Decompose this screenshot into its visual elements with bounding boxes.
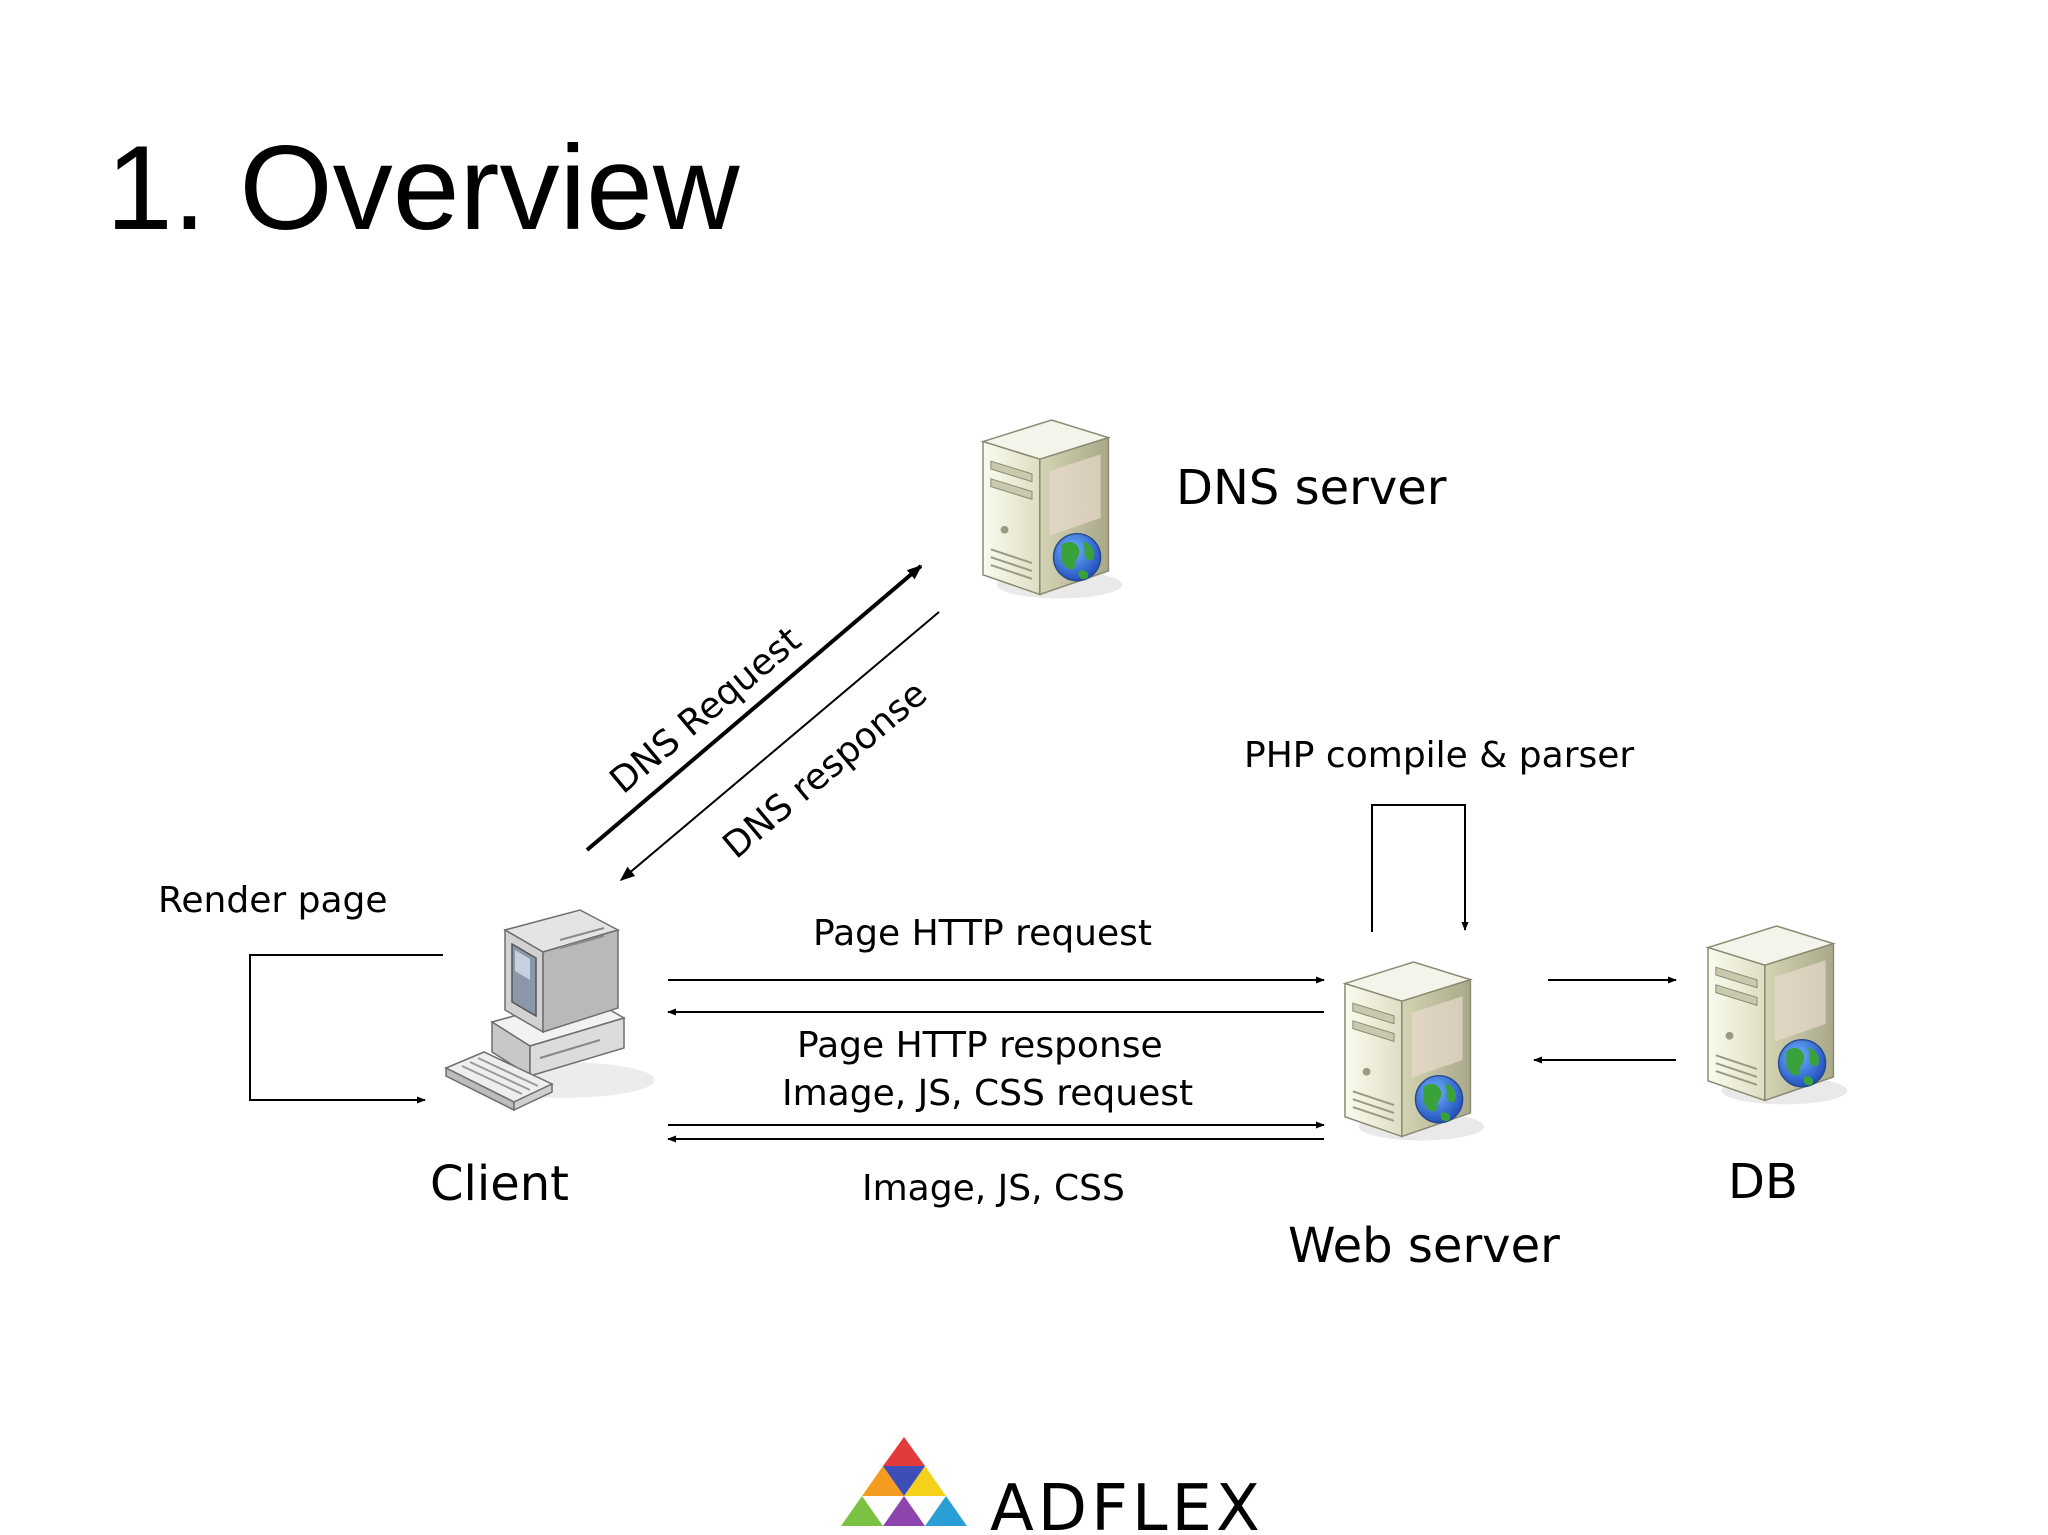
php-compile-loop: PHP compile & parser [1244, 735, 1634, 932]
dns-response-label: DNS response [715, 673, 935, 867]
page-http-response-edge: Page HTTP response [667, 1008, 1324, 1066]
page-http-response-label: Page HTTP response [797, 1025, 1163, 1066]
render-page-loop: Render page [158, 880, 443, 1104]
server-globe-icon [1344, 961, 1486, 1142]
db-label: DB [1728, 1154, 1798, 1210]
assets-response-edge: Image, JS, CSS [667, 1135, 1324, 1209]
page-http-request-edge: Page HTTP request [668, 913, 1325, 984]
dns-request-label: DNS Request [602, 619, 809, 802]
render-page-label: Render page [158, 880, 388, 921]
web-server-node: Web server [1288, 961, 1560, 1274]
php-compile-label: PHP compile & parser [1244, 735, 1634, 776]
assets-label: Image, JS, CSS [862, 1168, 1125, 1209]
adflex-logo: ADFLEX [841, 1437, 1264, 1535]
dns-server-node: DNS server [982, 419, 1447, 600]
desktop-computer-icon [444, 909, 655, 1112]
asset-request-label: Image, JS, CSS request [782, 1073, 1193, 1114]
asset-request-edge: Image, JS, CSS request [668, 1073, 1325, 1129]
client-node: Client [430, 909, 655, 1212]
slide-title: 1. Overview [106, 121, 740, 255]
server-globe-icon [982, 419, 1124, 600]
dns-server-label: DNS server [1176, 460, 1447, 516]
page-http-request-label: Page HTTP request [813, 913, 1152, 954]
db-node: DB [1707, 925, 1849, 1210]
adflex-wordmark: ADFLEX [990, 1472, 1264, 1535]
web-server-label: Web server [1288, 1218, 1560, 1274]
server-globe-icon [1707, 925, 1849, 1106]
client-label: Client [430, 1156, 569, 1212]
adflex-triangle-icon [841, 1437, 967, 1526]
